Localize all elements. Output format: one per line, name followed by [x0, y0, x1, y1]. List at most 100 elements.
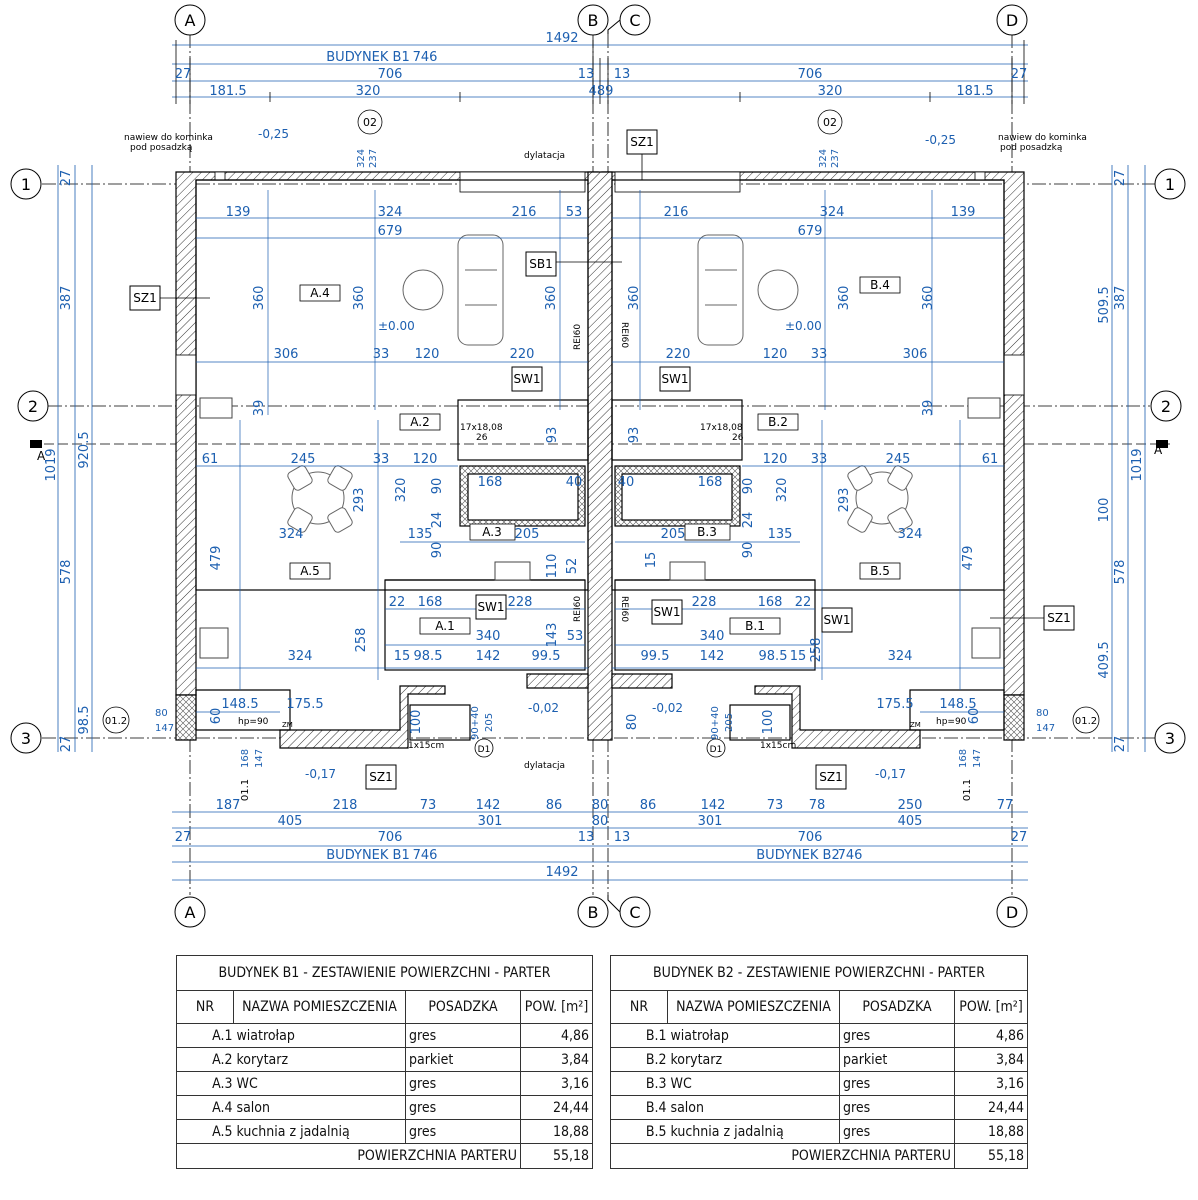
dim-in-135-r: 135 — [768, 527, 793, 542]
dim-in-120-l: 120 — [415, 347, 440, 362]
dim-right-387: 387 — [1113, 286, 1128, 311]
stairs-note-l: 17x18,08 — [460, 423, 503, 433]
room-area: 24,44 — [954, 1095, 1028, 1120]
dim-in-306-r: 306 — [903, 347, 928, 362]
tag-sz1-top: SZ1 — [630, 135, 653, 149]
level-m002-r: -0,02 — [652, 701, 683, 715]
dim-total-top: 1492 — [545, 31, 578, 46]
dim-in-33-r: 33 — [811, 347, 828, 362]
dim-in-93-l: 93 — [545, 427, 560, 444]
axis-label-B-top: B — [588, 11, 599, 30]
tag-sw1-d: SW1 — [653, 605, 680, 619]
dim-in-22-l: 22 — [389, 595, 406, 610]
dim-in-320-r: 320 — [775, 478, 790, 503]
building-b2-label-bottom: BUDYNEK B2 — [756, 848, 839, 863]
dim-in-220-r: 220 — [666, 347, 691, 362]
table-b1-title: BUDYNEK B1 - ZESTAWIENIE POWIERZCHNI - P… — [176, 955, 593, 991]
room-name: kuchnia z jadalnią — [233, 1119, 406, 1144]
dim-left-27-bot: 27 — [59, 736, 74, 753]
dim-in-340-l: 340 — [476, 629, 501, 644]
room-number: A.3 — [176, 1071, 234, 1096]
dim-top-13-l: 13 — [578, 67, 595, 82]
dim-in-360b-l: 360 — [352, 286, 367, 311]
dim-in-360a-l: 360 — [252, 286, 267, 311]
dim-bot-27-r: 27 — [1011, 830, 1028, 845]
table-b1-header-nr: NR — [176, 990, 234, 1024]
dim-top-320-l: 320 — [356, 84, 381, 99]
dim-in-258-r: 258 — [809, 638, 824, 663]
dim-in-324-l: 324 — [378, 205, 403, 220]
table-b2-total-label: POWIERZCHNIA PARTERU — [610, 1143, 955, 1169]
zm-note-r: ZM — [910, 721, 921, 729]
dim-bot-27-l: 27 — [175, 830, 192, 845]
table-b2-header-nr: NR — [610, 990, 668, 1024]
dim-bot-706-r: 706 — [798, 830, 823, 845]
dim-in-293-r: 293 — [837, 488, 852, 513]
dim-in-148-r: 148.5 — [939, 697, 976, 712]
room-number: B.5 — [610, 1119, 668, 1144]
bubble-012-r: 01.2 — [1075, 716, 1097, 727]
floor-type: gres — [405, 1071, 521, 1096]
dim-in-360b-r: 360 — [837, 286, 852, 311]
stairs-w-r: 26 — [732, 433, 744, 443]
tag-sz1-left: SZ1 — [133, 291, 156, 305]
tag-sw1-e: SW1 — [823, 613, 850, 627]
dim-in-205-l: 205 — [515, 527, 540, 542]
chimney-note-l2-right: pod posadzką — [1000, 143, 1063, 153]
room-B5-label: B.5 — [870, 564, 890, 578]
area-table-b1: BUDYNEK B1 - ZESTAWIENIE POWIERZCHNI - P… — [176, 955, 593, 1169]
interior-dims-right-v: 360 360 360 39 320 293 90 24 90 479 93 1… — [625, 286, 982, 735]
dim-bot-405-r: 405 — [898, 814, 923, 829]
dim-in-60-l: 60 — [209, 708, 224, 725]
dim-in-306-l: 306 — [274, 347, 299, 362]
dim-in-98-r: 98.5 — [759, 649, 788, 664]
axis-label-2-right: 2 — [1161, 397, 1171, 416]
dim-in-90a-l: 90 — [430, 478, 445, 495]
floor-plan-drawing: A B C D A B C D 1 2 3 1 2 3 A A 1492 BUD… — [10, 4, 1186, 928]
dim-left-920: 920.5 — [77, 431, 92, 468]
tag-sz1-right: SZ1 — [1047, 611, 1070, 625]
dim-bot-405-l: 405 — [278, 814, 303, 829]
bubble-d1-l: D1 — [478, 745, 491, 755]
axis-label-D-bottom: D — [1006, 903, 1018, 922]
building-b2-len-bottom: 746 — [838, 848, 863, 863]
dim-in-324c-l: 324 — [288, 649, 313, 664]
building-b1-len-bottom: 746 — [413, 848, 438, 863]
axis-label-A-bottom: A — [185, 903, 196, 922]
floor-type: gres — [839, 1119, 955, 1144]
axis-label-C-bottom: C — [629, 903, 640, 922]
dim-bot-86-l: 86 — [546, 798, 563, 813]
dim-in-120-r: 120 — [763, 347, 788, 362]
dim-bot-142-r: 142 — [701, 798, 726, 813]
door-90-l: 90+40 — [470, 706, 481, 740]
dim-in-90b-r: 90 — [741, 542, 756, 559]
dim-bot-77: 77 — [997, 798, 1014, 813]
dim-in-98-l: 98.5 — [414, 649, 443, 664]
room-number: B.4 — [610, 1095, 668, 1120]
axis-label-1-right: 1 — [1165, 175, 1175, 194]
room-number: B.3 — [610, 1071, 668, 1096]
dim-in-360c-l: 360 — [544, 286, 559, 311]
dim-324-top-l: 324 — [356, 149, 367, 168]
floor-type: gres — [405, 1023, 521, 1048]
floor-type: gres — [839, 1023, 955, 1048]
dim-in-33b-l: 33 — [373, 452, 390, 467]
dim-bot-250: 250 — [898, 798, 923, 813]
dim-right-27-bot: 27 — [1113, 736, 1128, 753]
dim-in-168-l: 168 — [478, 475, 503, 490]
dim-in-33-l: 33 — [373, 347, 390, 362]
dim-in-216-l: 216 — [512, 205, 537, 220]
dim-in-228-l: 228 — [508, 595, 533, 610]
bottom-dimension-lines — [172, 811, 1028, 881]
dim-in-22-r: 22 — [795, 595, 812, 610]
dim-in-33b-r: 33 — [811, 452, 828, 467]
floor-type: gres — [405, 1119, 521, 1144]
floor-type: gres — [405, 1095, 521, 1120]
dim-in-100-l: 100 — [409, 710, 424, 735]
room-B2-label: B.2 — [768, 415, 788, 429]
